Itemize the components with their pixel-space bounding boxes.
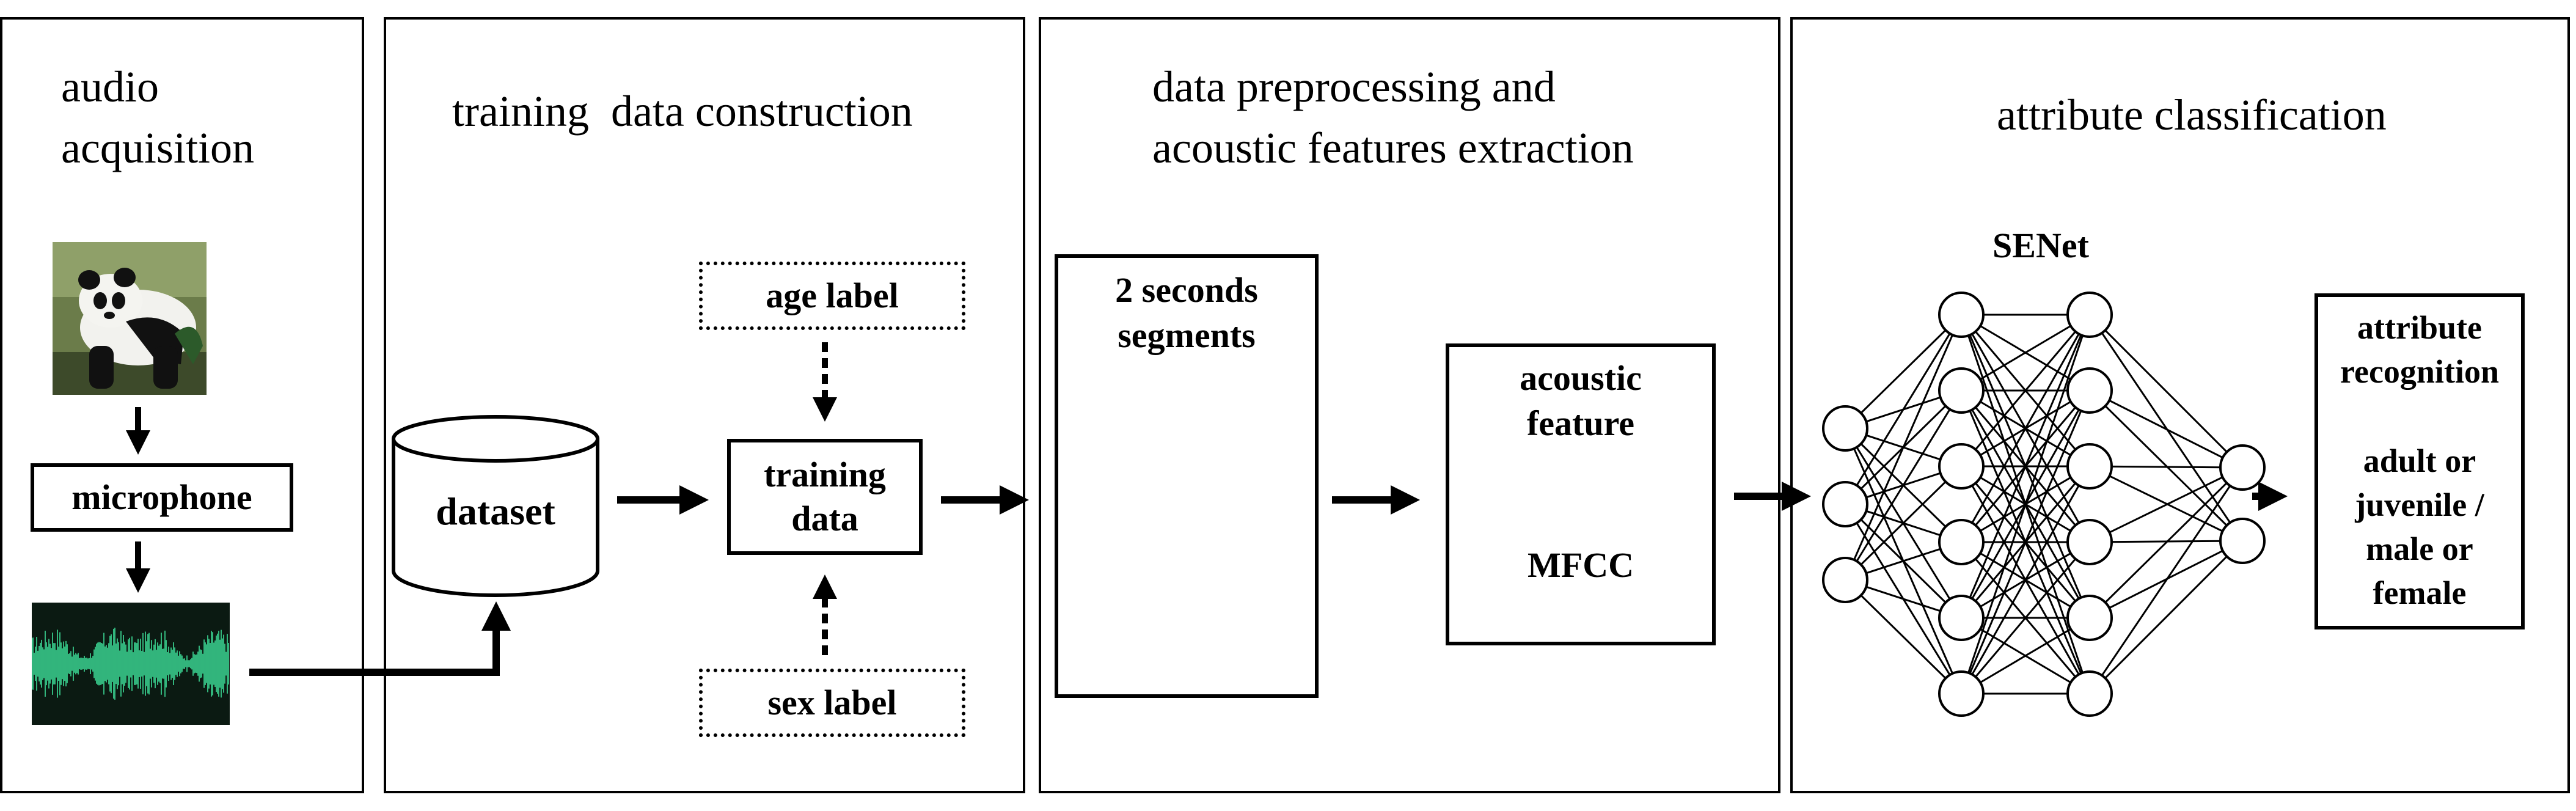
training-data-title: training data construction [452, 87, 913, 136]
sex-label-box: sex label [699, 669, 965, 737]
network-node [1938, 292, 1985, 338]
network-connection [2089, 389, 2243, 469]
panda-image [53, 242, 207, 395]
preprocessing-title: data preprocessing and acoustic features… [1152, 62, 1634, 172]
senet-network-diagram [1822, 292, 2266, 717]
network-connection [1844, 314, 1963, 505]
network-node [1938, 670, 1985, 717]
network-node [1938, 519, 1985, 565]
network-connection [1960, 314, 2091, 618]
training-data-panel [384, 17, 1025, 793]
network-connection [1960, 314, 2091, 543]
network-connection [1844, 314, 1963, 430]
network-connection [2089, 465, 2243, 469]
segments-box [1055, 254, 1319, 698]
network-connection [1844, 579, 1963, 695]
network-connection [2088, 314, 2244, 469]
network-node [2066, 367, 2113, 414]
network-connection [1960, 390, 2091, 694]
network-connection [2088, 540, 2244, 695]
dataset-cylinder [392, 415, 599, 597]
network-node [1938, 595, 1985, 641]
network-node [1822, 405, 1868, 452]
network-connection [2088, 314, 2244, 541]
network-node [2066, 670, 2113, 717]
attribute-recognition-title: attribute recognition [2340, 309, 2499, 390]
network-connection [1844, 314, 1963, 581]
dataset-label: dataset [436, 490, 555, 533]
attribute-recognition-result: adult or juvenile / male or female [2355, 442, 2484, 611]
network-node [1938, 443, 1985, 490]
network-connection [2088, 467, 2244, 694]
mfcc-label: MFCC [1528, 545, 1634, 585]
network-connection [2089, 466, 2243, 543]
network-connection [1960, 314, 2091, 467]
microphone-box: microphone [31, 463, 293, 532]
network-node [1822, 481, 1868, 527]
arrow-waveform-to-dataset [249, 601, 511, 676]
acoustic-feature-box [1446, 343, 1716, 645]
network-node [2066, 292, 2113, 338]
network-connection [1960, 314, 2091, 694]
network-connection [1961, 314, 2090, 392]
network-connection [2088, 466, 2244, 619]
network-connection [1961, 617, 2090, 695]
network-node [2219, 518, 2266, 564]
network-connection [2088, 389, 2244, 542]
waveform-trace [32, 628, 229, 700]
network-node [1938, 367, 1985, 414]
network-connection [1960, 541, 2091, 694]
network-connection [1844, 465, 1963, 581]
network-connection [2089, 465, 2243, 542]
audio-acquisition-title: audio acquisition [61, 62, 254, 172]
network-node [1822, 557, 1868, 603]
network-node [2066, 519, 2113, 565]
acoustic-feature-label: acoustic feature [1520, 358, 1642, 443]
attribute-recognition-box [2314, 293, 2525, 629]
audio-waveform [32, 603, 230, 725]
segments-label: 2 seconds segments [1115, 270, 1258, 355]
classification-title: attribute classification [1997, 90, 2387, 139]
network-connection [1960, 466, 2091, 694]
senet-label: SENet [1992, 226, 2089, 265]
age-label-box: age label [699, 262, 965, 330]
training-data-box: training data [727, 439, 923, 555]
network-connection [1844, 390, 1963, 581]
network-node [2066, 595, 2113, 641]
network-node [2066, 443, 2113, 490]
network-node [2219, 444, 2266, 491]
